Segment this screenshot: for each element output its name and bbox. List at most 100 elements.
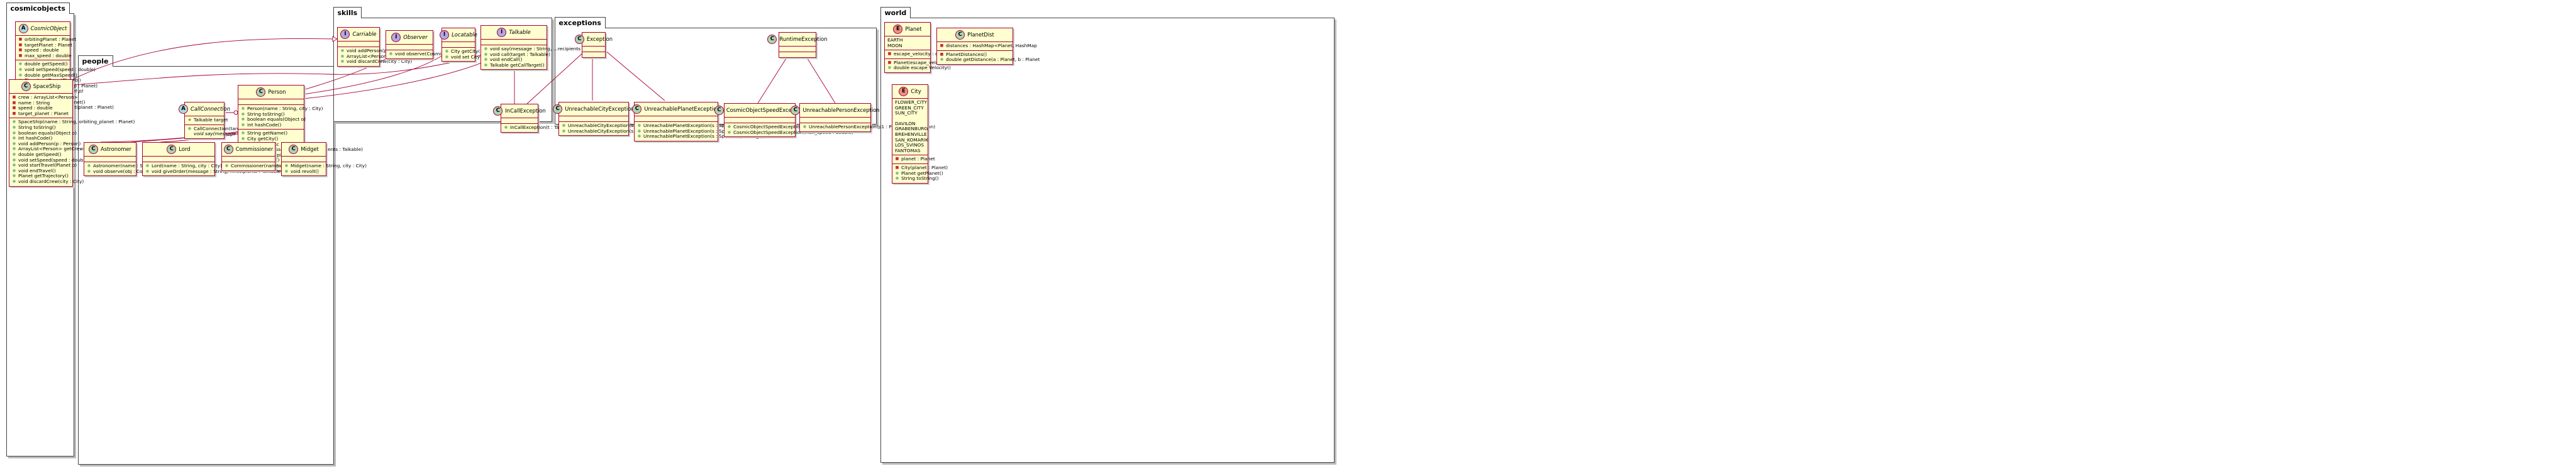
member-text: double getMaxSpeed() — [25, 72, 77, 78]
public-icon: ● — [241, 117, 245, 122]
member-text: PlanetDistances() — [946, 51, 987, 57]
member-text: void observe(CosmicObject obj) — [395, 51, 469, 57]
member-text: void discardCrew(city : City) — [347, 58, 413, 65]
class-fields — [481, 40, 547, 45]
public-icon: ● — [940, 57, 944, 62]
class-fields — [501, 118, 538, 124]
public-icon: ● — [12, 174, 16, 179]
member-text: UnreachablePlanetException(s : SpaceShip… — [643, 128, 769, 134]
member-text: UnreachablePersonException(p1 : Person, … — [809, 124, 936, 130]
member-text: void observe(obj : CosmicObject) — [93, 168, 170, 174]
enum-constant: SAN_KOMARIK — [895, 136, 928, 143]
enum-constant: SUN_CITY — [895, 110, 918, 116]
public-icon: ● — [340, 48, 345, 53]
class-name: City — [911, 88, 921, 95]
member-text: Planet(escape_velocity : double) — [894, 59, 970, 65]
class-name: PlanetDist — [967, 31, 994, 38]
member-text: UnreachablePlanetException(s : SpaceShip… — [643, 133, 795, 140]
member-text: void giveOrder(message : String, ...reci… — [152, 168, 282, 174]
public-icon: ● — [637, 123, 641, 128]
class-methods: ●Lord(name : String, city : City)●void g… — [143, 162, 282, 175]
member-text: void revolt() — [291, 168, 319, 174]
class-methods: ●void addPerson(p : Person)●ArrayList<Pe… — [338, 47, 415, 66]
public-icon: ● — [18, 72, 23, 77]
class-name: Locatable — [452, 31, 477, 38]
interface-stereotype-icon: I — [340, 30, 350, 39]
class-fields: ■planet : Planet — [892, 155, 935, 164]
member-line: ■distances : HashMap<Planet, HashMap — [940, 43, 1037, 49]
class-name: Astronomer — [101, 146, 131, 153]
class-methods: ■PlanetDistances()●double getDistance(a … — [937, 51, 1040, 64]
abstract-stereotype-icon: A — [18, 24, 28, 33]
member-line: ●void revolt() — [284, 169, 323, 175]
member-text: void say(message : String) — [194, 131, 256, 137]
member-line: ●Astronomer(name : String, city : City) — [87, 163, 180, 169]
member-line: ●double getDistance(a : Planet, b : Plan… — [940, 57, 1040, 63]
class-methods: ●void observe(CosmicObject obj) — [386, 50, 469, 58]
member-text: Lord(name : String, city : City) — [152, 163, 222, 169]
public-icon: ● — [389, 52, 393, 56]
member-line: ●void addPerson(p : Person) — [12, 141, 80, 147]
public-icon: ● — [87, 163, 91, 168]
class-name: Person — [268, 89, 286, 96]
member-text: Planet getPlanet() — [901, 170, 943, 176]
member-line: ●void say(message : String, ...recipient… — [484, 46, 606, 52]
class-name: Commissioner — [235, 146, 274, 153]
enum-constant: FANTOMAS — [895, 147, 921, 153]
member-line: ●void discardCrew(city : City) — [340, 59, 412, 65]
member-line: ●CosmicObjectSpeedException(max_speed : … — [727, 130, 853, 136]
member-line: ●void call(target : Talkable) — [484, 52, 550, 58]
member-text: Person(name : String, city : City) — [247, 106, 323, 111]
enum-constant: EARTH — [887, 37, 903, 43]
member-text: double getDistance(a : Planet, b : Plane… — [946, 57, 1040, 63]
interface-stereotype-icon: I — [440, 30, 450, 40]
member-line: ●void startTravel(Planet p) — [12, 163, 77, 169]
public-icon: ● — [12, 157, 16, 162]
public-icon: ● — [241, 131, 245, 136]
member-text: planet : Planet — [901, 156, 935, 162]
member-text: void call(target : Talkable) — [490, 51, 550, 57]
class-stereotype-icon: C — [714, 106, 724, 115]
public-icon: ● — [12, 147, 16, 152]
package-exceptions-label: exceptions — [554, 17, 606, 28]
member-line: ■orbitingPlanet : Planet — [18, 36, 77, 43]
member-line: ■speed : double — [18, 48, 67, 53]
interface-stereotype-icon: I — [497, 28, 507, 37]
member-line: ●City getCity() — [445, 48, 482, 55]
private-icon: ■ — [887, 60, 892, 65]
class-stereotype-icon: C — [289, 145, 299, 154]
member-line: ■crew : ArrayList<Person> — [12, 94, 78, 101]
public-icon: ● — [225, 163, 229, 168]
class-fields — [338, 42, 379, 47]
member-text: Talkable target — [194, 117, 228, 123]
enum-constant: GRABENBURG — [895, 126, 928, 132]
member-line: ●ArrayList<Person> getCrew() — [340, 53, 415, 60]
public-icon: ● — [637, 134, 641, 139]
enum-constant: LOS_SVINOS — [895, 142, 924, 148]
class-methods: ●Astronomer(name : String, city : City)●… — [84, 162, 180, 175]
